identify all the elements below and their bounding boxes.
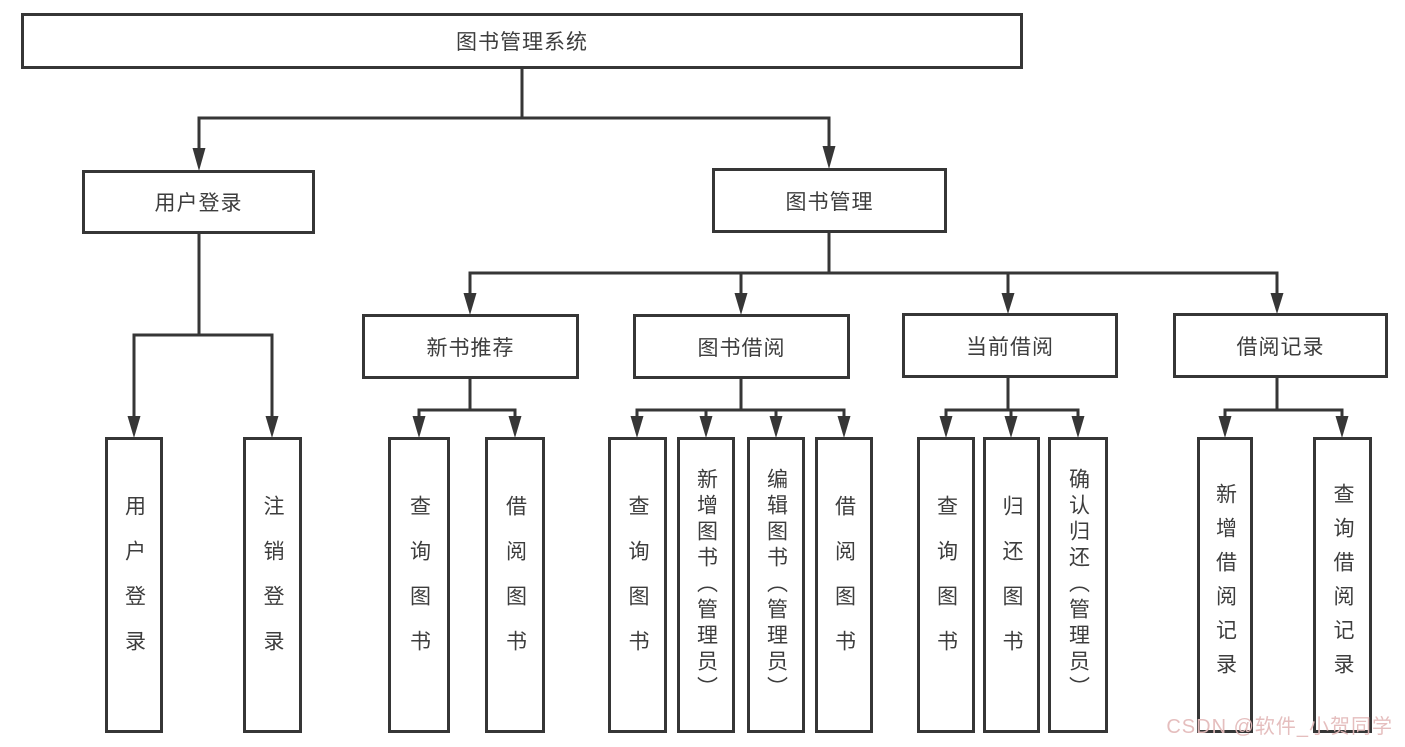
- node-label: 新书推荐: [426, 336, 515, 360]
- node-book-borrowing: 图书借阅: [633, 314, 850, 379]
- leaf-label: 归还图书: [1000, 495, 1023, 675]
- leaf-label: 借阅图书: [503, 495, 527, 675]
- leaf-label: 确认归还（管理员）: [1066, 468, 1090, 702]
- leaf-return-books: 归还图书: [983, 437, 1040, 733]
- leaf-borrow-books: 借阅图书: [485, 437, 545, 733]
- leaf-confirm-return-admin: 确认归还（管理员）: [1048, 437, 1108, 733]
- node-label: 图书管理系统: [456, 31, 588, 54]
- node-label: 用户登录: [154, 192, 243, 215]
- leaf-query-books: 查询图书: [388, 437, 450, 733]
- node-borrow-records: 借阅记录: [1173, 313, 1388, 378]
- leaf-add-books-admin: 新增图书（管理员）: [677, 437, 735, 733]
- leaf-label: 编辑图书（管理员）: [764, 468, 788, 702]
- node-label: 图书管理: [785, 190, 874, 214]
- leaf-label: 新增借阅记录: [1213, 483, 1237, 687]
- node-label: 图书借阅: [697, 336, 786, 360]
- leaf-label: 新增图书（管理员）: [694, 468, 718, 702]
- leaf-query-books: 查询图书: [917, 437, 975, 733]
- node-current-borrowing: 当前借阅: [902, 313, 1118, 378]
- leaf-label: 注销登录: [261, 495, 284, 675]
- leaf-label: 借阅图书: [832, 495, 856, 675]
- leaf-edit-books-admin: 编辑图书（管理员）: [747, 437, 805, 733]
- leaf-label: 查询图书: [407, 495, 431, 675]
- node-new-book-recommend: 新书推荐: [362, 314, 579, 379]
- node-user-login: 用户登录: [82, 170, 315, 234]
- node-book-management: 图书管理: [712, 168, 947, 233]
- leaf-query-borrow-record: 查询借阅记录: [1313, 437, 1372, 733]
- csdn-watermark: CSDN @软件_小贺同学: [1166, 716, 1393, 738]
- leaf-label: 查询图书: [934, 495, 958, 675]
- leaf-user-login: 用户登录: [105, 437, 163, 733]
- leaf-query-books: 查询图书: [608, 437, 667, 733]
- leaf-label: 查询图书: [626, 495, 649, 675]
- leaf-add-borrow-record: 新增借阅记录: [1197, 437, 1253, 733]
- node-system-root: 图书管理系统: [21, 13, 1023, 69]
- node-label: 当前借阅: [966, 335, 1054, 359]
- leaf-label: 查询借阅记录: [1331, 483, 1354, 687]
- leaf-label: 用户登录: [122, 495, 146, 675]
- leaf-logout: 注销登录: [243, 437, 302, 733]
- leaf-borrow-books: 借阅图书: [815, 437, 873, 733]
- node-label: 借阅记录: [1236, 335, 1325, 359]
